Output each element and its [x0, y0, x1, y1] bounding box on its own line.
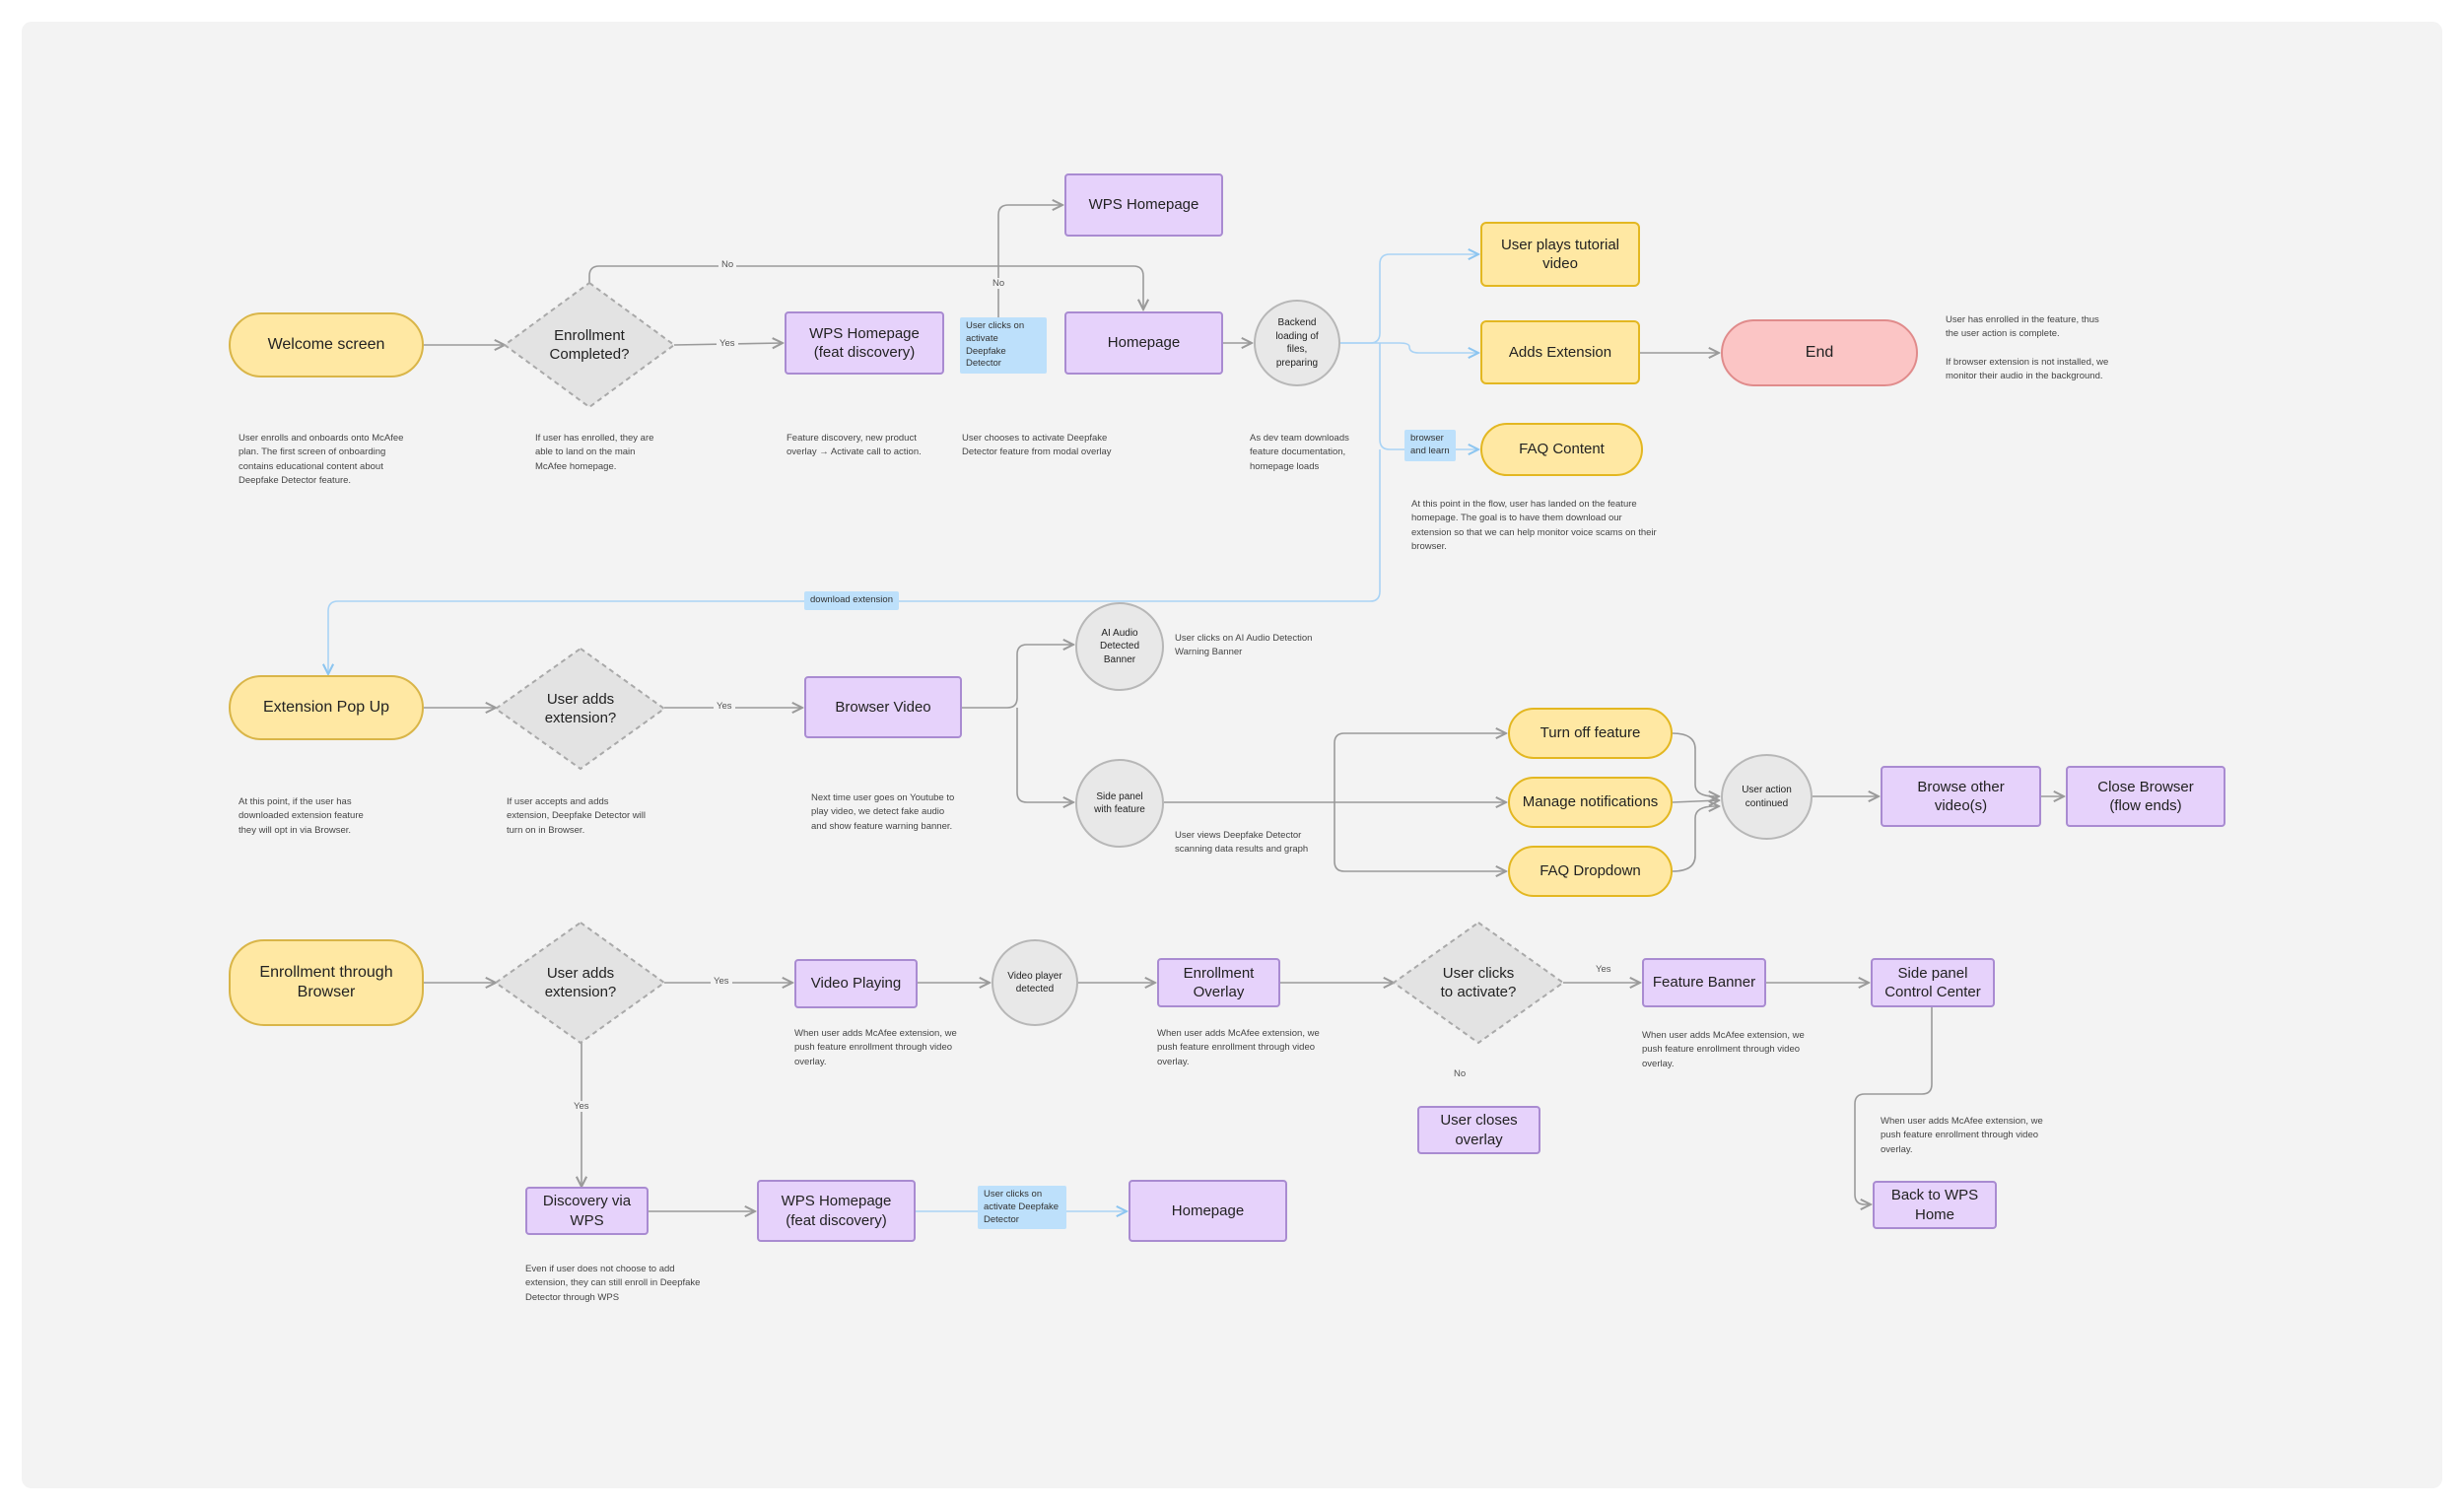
edge-faq-action: [1672, 806, 1719, 872]
discovery-via-wps-node[interactable]: Discovery via WPS: [525, 1187, 649, 1235]
note-end: User has enrolled in the feature, thus t…: [1946, 314, 2109, 381]
note-ai-banner: User clicks on AI Audio Detection Warnin…: [1175, 633, 1313, 658]
enrollment-completed-label: Enrollment Completed?: [549, 326, 630, 364]
end-node[interactable]: End: [1721, 319, 1918, 386]
edge-enrollment-no: [588, 265, 1143, 309]
faq-dropdown-node[interactable]: FAQ Dropdown: [1508, 846, 1673, 897]
edge-turnoff-action: [1672, 732, 1719, 796]
edge-browser-video-side: [1016, 708, 1073, 802]
video-player-detected-node[interactable]: Video player detected: [992, 939, 1078, 1026]
note-side-panel: User views Deepfake Detector scanning da…: [1175, 830, 1309, 856]
note-landed-homepage: At this point in the flow, user has land…: [1411, 499, 1657, 552]
enrollment-overlay-node[interactable]: Enrollment Overlay: [1157, 958, 1280, 1007]
note-welcome: User enrolls and onboards onto McAfee pl…: [239, 433, 404, 486]
note-enrollment-overlay: When user adds McAfee extension, we push…: [1157, 1028, 1320, 1067]
edge-backend-tutorial: [1340, 254, 1478, 344]
wps-homepage-feat-discovery-node-2[interactable]: WPS Homepage (feat discovery): [757, 1180, 916, 1242]
edge-browser-video-ai: [962, 645, 1073, 709]
user-adds-extension-label-1: User adds extension?: [544, 690, 617, 727]
browser-video-node[interactable]: Browser Video: [804, 676, 962, 738]
turn-off-feature-node[interactable]: Turn off feature: [1508, 708, 1673, 759]
back-to-wps-home-node[interactable]: Back to WPS Home: [1873, 1181, 1997, 1229]
edge-label-yes-3: Yes: [711, 976, 732, 987]
wps-homepage-feat-discovery-node[interactable]: WPS Homepage (feat discovery): [785, 311, 944, 375]
note-feature-discovery: Feature discovery, new product overlay →…: [787, 433, 922, 458]
edge-label-yes-down: Yes: [571, 1101, 592, 1112]
edge-label-yes-4: Yes: [1593, 964, 1614, 975]
manage-notifications-node[interactable]: Manage notifications: [1508, 777, 1673, 828]
user-clicks-activate-label: User clicks to activate?: [1440, 964, 1517, 1001]
user-closes-overlay-node[interactable]: User closes overlay: [1417, 1106, 1540, 1154]
edge-backend-faq: [1379, 343, 1478, 449]
faq-content-node[interactable]: FAQ Content: [1480, 423, 1643, 476]
chip-user-clicks-activate-1: User clicks on activate Deepfake Detecto…: [960, 317, 1047, 375]
wps-homepage-node[interactable]: WPS Homepage: [1064, 173, 1223, 237]
browse-other-videos-node[interactable]: Browse other video(s): [1881, 766, 2041, 827]
note-extension-popup: At this point, if the user has downloade…: [239, 796, 364, 836]
diamond-enrollment-completed: [503, 281, 676, 409]
edge-to-wps-homepage: [997, 205, 1062, 319]
homepage-node[interactable]: Homepage: [1064, 311, 1223, 375]
diamond-user-clicks-activate: [1392, 921, 1565, 1045]
note-discovery-wps: Even if user does not choose to add exte…: [525, 1264, 701, 1303]
note-enrolled: If user has enrolled, they are able to l…: [535, 433, 654, 472]
note-choose-activate: User chooses to activate Deepfake Detect…: [962, 433, 1112, 458]
extension-popup-node[interactable]: Extension Pop Up: [229, 675, 424, 740]
enrollment-through-browser-node[interactable]: Enrollment through Browser: [229, 939, 424, 1026]
edge-manage-action: [1672, 800, 1719, 802]
note-user-accepts: If user accepts and adds extension, Deep…: [507, 796, 646, 836]
user-plays-tutorial-node[interactable]: User plays tutorial video: [1480, 222, 1640, 287]
homepage-node-2[interactable]: Homepage: [1129, 1180, 1287, 1242]
edge-label-no-bottom: No: [1451, 1068, 1470, 1079]
whiteboard: [22, 22, 2442, 1488]
backend-loading-node[interactable]: Backend loading of files, preparing: [1254, 300, 1340, 386]
close-browser-node[interactable]: Close Browser (flow ends): [2066, 766, 2225, 827]
note-side-panel-cc: When user adds McAfee extension, we push…: [1881, 1116, 2043, 1155]
edge-label-yes-1: Yes: [717, 338, 738, 349]
side-panel-control-center-node[interactable]: Side panel Control Center: [1871, 958, 1995, 1007]
adds-extension-node[interactable]: Adds Extension: [1480, 320, 1640, 384]
edge-sidepanel-backwps: [1854, 1006, 1933, 1204]
edge-side-faq: [1334, 802, 1506, 871]
edge-label-no-mid: No: [990, 278, 1008, 289]
edge-label-no-top: No: [719, 259, 737, 270]
welcome-screen-node[interactable]: Welcome screen: [229, 312, 424, 378]
user-action-continued-node[interactable]: User action continued: [1721, 754, 1813, 840]
note-feature-banner: When user adds McAfee extension, we push…: [1642, 1030, 1805, 1069]
chip-browser-learn: browser and learn: [1404, 430, 1456, 461]
side-panel-feature-node[interactable]: Side panel with feature: [1075, 759, 1164, 848]
note-youtube: Next time user goes on Youtube to play v…: [811, 792, 955, 832]
user-adds-extension-label-2: User adds extension?: [544, 964, 617, 1001]
chip-download-extension: download extension: [804, 591, 899, 610]
edge-side-turnoff: [1334, 733, 1506, 802]
note-video-playing: When user adds McAfee extension, we push…: [794, 1028, 957, 1067]
diamond-user-adds-extension-1: [494, 647, 666, 771]
chip-user-clicks-activate-2: User clicks on activate Deepfake Detecto…: [978, 1186, 1066, 1230]
note-dev-team: As dev team downloads feature documentat…: [1250, 433, 1349, 472]
ai-audio-detected-banner-node[interactable]: AI Audio Detected Banner: [1075, 602, 1164, 691]
feature-banner-node[interactable]: Feature Banner: [1642, 958, 1766, 1007]
edge-label-yes-2: Yes: [714, 701, 735, 712]
diamond-user-adds-extension-2: [494, 921, 666, 1045]
video-playing-node[interactable]: Video Playing: [794, 959, 918, 1008]
edge-backend-adds-ext: [1340, 342, 1478, 353]
